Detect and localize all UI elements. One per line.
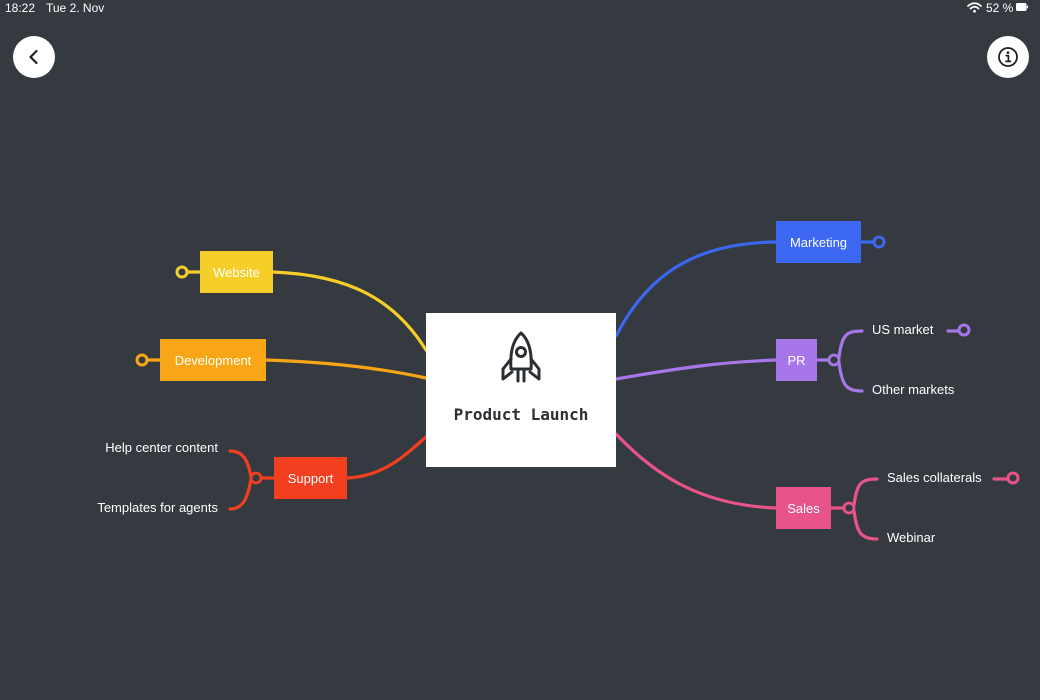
- connector-support: [345, 435, 428, 480]
- connector-development: [264, 358, 428, 380]
- topic-pr[interactable]: PR: [776, 339, 817, 381]
- topic-sales[interactable]: Sales: [776, 487, 831, 529]
- expand-handle-us-market[interactable]: [957, 323, 971, 337]
- subtopic-sales-collaterals[interactable]: Sales collaterals: [887, 470, 982, 485]
- battery-icon: [1016, 3, 1028, 11]
- chevron-left-icon: [29, 49, 38, 65]
- connector-us-market: [837, 329, 864, 359]
- topic-support[interactable]: Support: [274, 457, 347, 499]
- topic-website[interactable]: Website: [200, 251, 273, 293]
- connector-marketing: [614, 240, 778, 338]
- junction-support: [249, 471, 263, 485]
- connector-website: [271, 270, 428, 352]
- status-date: Tue 2. Nov: [46, 1, 105, 15]
- info-button[interactable]: [987, 36, 1029, 78]
- expand-handle-development[interactable]: [135, 353, 149, 367]
- wifi-icon: [967, 2, 982, 13]
- topic-marketing[interactable]: Marketing: [776, 221, 861, 263]
- connector-sales-collaterals: [852, 477, 879, 507]
- central-topic-title: Product Launch: [453, 405, 589, 424]
- topic-development[interactable]: Development: [160, 339, 266, 381]
- subtopic-other-markets[interactable]: Other markets: [872, 382, 955, 397]
- junction-sales: [842, 501, 856, 515]
- subtopic-help-center-content[interactable]: Help center content: [105, 440, 218, 455]
- connector-templates: [228, 478, 253, 511]
- connector-other-markets: [837, 361, 864, 393]
- subtopic-templates-for-agents[interactable]: Templates for agents: [97, 500, 218, 515]
- expand-handle-sales-collaterals[interactable]: [1006, 471, 1020, 485]
- connector-webinar: [852, 509, 879, 541]
- info-icon: [998, 47, 1018, 67]
- back-button[interactable]: [13, 36, 55, 78]
- subtopic-webinar[interactable]: Webinar: [887, 530, 936, 545]
- status-time: 18:22: [5, 1, 36, 15]
- connector-pr: [614, 358, 778, 381]
- expand-handle-website[interactable]: [175, 265, 189, 279]
- expand-handle-marketing[interactable]: [872, 235, 886, 249]
- rocket-icon: [501, 331, 541, 383]
- junction-pr: [827, 353, 841, 367]
- connector-help-center: [228, 449, 253, 478]
- connector-sales: [614, 432, 778, 510]
- subtopic-us-market[interactable]: US market: [872, 322, 934, 337]
- central-topic[interactable]: Product Launch: [426, 313, 616, 467]
- battery-percent: 52 %: [986, 1, 1014, 15]
